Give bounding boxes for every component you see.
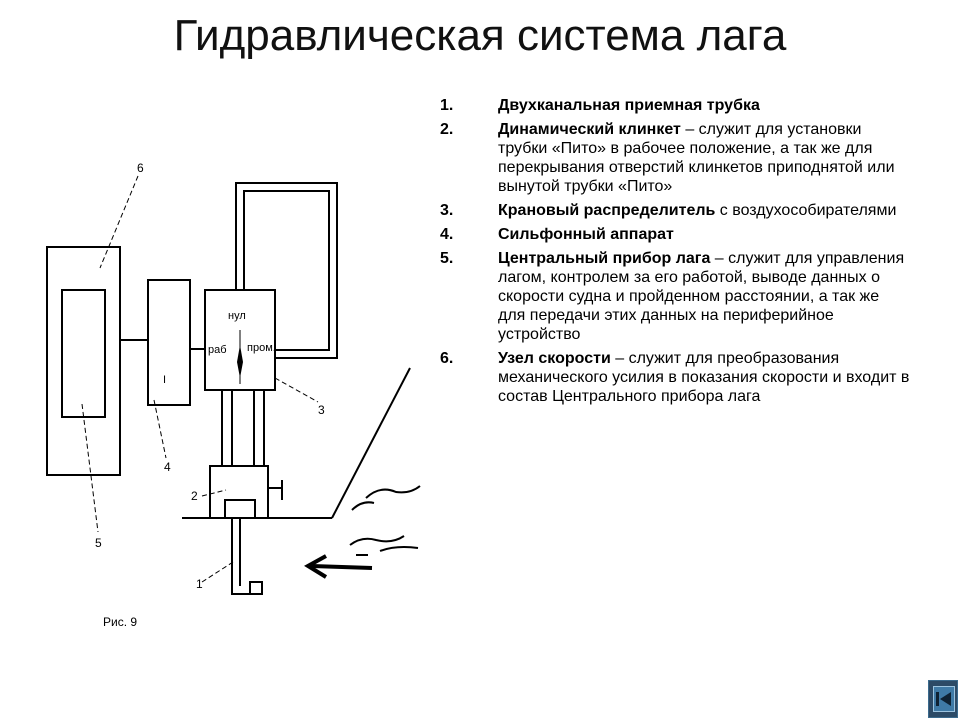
number-3-label: 3 <box>318 403 325 417</box>
figure-caption: Рис. 9 <box>103 615 138 629</box>
leader-4 <box>153 399 167 459</box>
leader-1 <box>201 561 234 583</box>
item-number: 2. <box>440 121 454 138</box>
number-4-label: 4 <box>164 460 171 474</box>
item-text: – служит для управления лагом, контролем… <box>498 250 905 343</box>
list-item: 5. Центральный прибор лага – служит для … <box>440 249 910 344</box>
gauge-work-label: раб <box>208 344 227 356</box>
item-term: Центральный прибор лага <box>498 250 711 267</box>
item-text: – служит для преобразования механическог… <box>498 350 910 405</box>
component-list: 1. Двухканальная приемная трубка 2. Дина… <box>440 96 910 411</box>
item-number: 6. <box>440 350 454 367</box>
item-term: Двухканальная приемная трубка <box>498 97 760 114</box>
number-5-label: 5 <box>95 536 102 550</box>
item-number: 3. <box>440 202 454 219</box>
list-item: 3. Крановый распределитель с воздухособи… <box>440 201 910 220</box>
item-number: 5. <box>440 250 454 267</box>
item-number: 4. <box>440 226 454 243</box>
leader-6 <box>99 175 139 269</box>
leader-5 <box>81 403 99 533</box>
flow-arrow <box>311 564 373 570</box>
item-number: 1. <box>440 97 454 114</box>
box-mark-label: I <box>163 374 166 386</box>
list-item: 6. Узел скорости – служит для преобразов… <box>440 349 910 406</box>
slide-title: Гидравлическая система лага <box>173 11 787 60</box>
hull-slope <box>331 367 411 519</box>
leader-3 <box>274 377 319 403</box>
number-2-label: 2 <box>191 489 198 503</box>
item-term: Сильфонный аппарат <box>498 226 674 243</box>
item-term: Узел скорости <box>498 350 611 367</box>
list-item: 2. Динамический клинкет – служит для уст… <box>440 120 910 196</box>
back-to-start-icon <box>936 692 951 706</box>
item-text: – служит для установки трубки «Пито» в р… <box>498 121 895 195</box>
item-text: с воздухособирателями <box>715 202 897 219</box>
item-term: Динамический клинкет <box>498 121 681 138</box>
leader-2 <box>201 489 227 497</box>
number-6-label: 6 <box>137 161 144 175</box>
valve-distributor <box>204 289 276 391</box>
central-device-outer <box>46 246 121 476</box>
list-item: 4. Сильфонный аппарат <box>440 225 910 244</box>
gauge-prom-label: пром. <box>247 342 276 354</box>
upper-frame <box>235 182 338 359</box>
list-item: 1. Двухканальная приемная трубка <box>440 96 910 115</box>
pitot-tube <box>231 518 263 595</box>
bellows-apparatus <box>147 279 191 406</box>
back-to-start-button[interactable] <box>928 680 958 718</box>
number-1-label: 1 <box>196 577 203 591</box>
central-device-inner <box>61 289 106 418</box>
gauge-zero-label: нул <box>228 310 246 322</box>
item-term: Крановый распределитель <box>498 202 716 219</box>
